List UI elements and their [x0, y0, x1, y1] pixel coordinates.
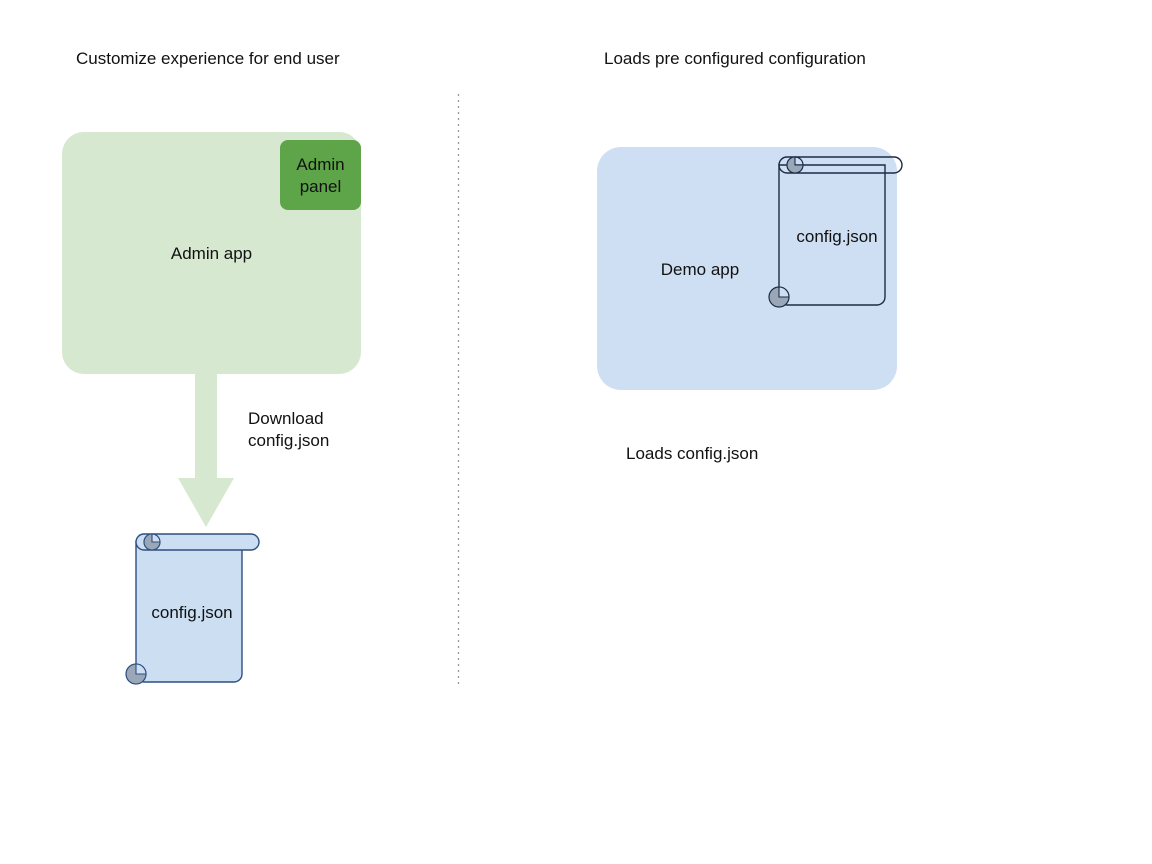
config-json-scroll-right-label: config.json [796, 227, 878, 246]
demo-app-box[interactable] [597, 147, 897, 390]
loads-config-caption: Loads config.json [626, 444, 759, 463]
config-json-scroll-left[interactable] [125, 533, 260, 685]
demo-app-label: Demo app [660, 260, 740, 279]
admin-panel-label-line1: Admin [296, 155, 345, 174]
left-panel-title: Customize experience for end user [76, 49, 340, 68]
right-panel-title: Loads pre configured configuration [604, 49, 866, 68]
scroll-right-top-roll [778, 156, 903, 174]
scroll-right-top-knob-fill [786, 156, 804, 174]
scroll-left-top-knob-fill [143, 533, 161, 551]
admin-panel-label-line2: panel [299, 177, 342, 196]
scroll-left-top-roll [135, 533, 260, 551]
scroll-left-bottom-knob-notch [135, 663, 147, 675]
admin-app-label: Admin app [170, 244, 253, 263]
scroll-right-bottom-knob-notch [778, 286, 790, 298]
download-arrow-label: Download config.json [248, 408, 329, 452]
download-arrow-label-line2: config.json [248, 431, 330, 450]
admin-panel-label: Admin panel [280, 154, 361, 198]
config-json-scroll-right[interactable] [768, 156, 903, 308]
download-arrow-icon [178, 368, 234, 527]
download-arrow-label-line1: Download [248, 409, 324, 428]
config-json-scroll-left-label: config.json [151, 603, 233, 622]
admin-panel-box[interactable] [280, 140, 361, 210]
